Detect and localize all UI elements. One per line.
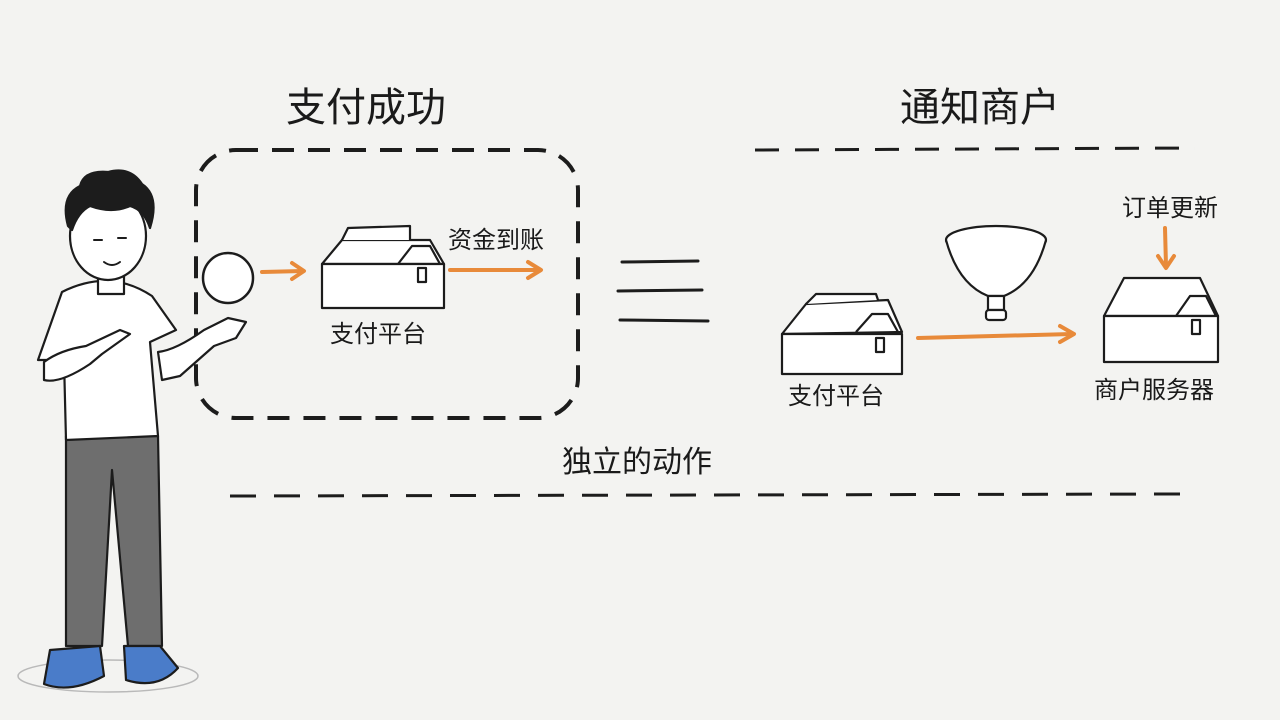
person-illustration bbox=[17, 169, 248, 693]
payment-platform-box-right-icon bbox=[780, 292, 904, 376]
funds-arrow-icon bbox=[448, 260, 543, 280]
merchant-server-box-icon bbox=[1102, 276, 1220, 364]
funnel-icon bbox=[944, 224, 1048, 322]
independent-dashed-line bbox=[229, 492, 1181, 498]
arrow-icon bbox=[260, 261, 306, 281]
circle-icon bbox=[201, 251, 255, 305]
payment-platform-label-left: 支付平台 bbox=[330, 320, 426, 348]
order-update-label: 订单更新 bbox=[1122, 194, 1218, 222]
notify-dashed-line bbox=[754, 146, 1196, 152]
merchant-server-label: 商户服务器 bbox=[1094, 376, 1214, 404]
payment-success-title: 支付成功 bbox=[286, 85, 446, 131]
payment-success-dashed-box bbox=[194, 148, 580, 420]
notify-arrow-icon bbox=[916, 324, 1076, 344]
equals-sign bbox=[616, 259, 710, 323]
payment-platform-box-icon bbox=[320, 224, 446, 310]
order-update-arrow-icon bbox=[1156, 226, 1176, 270]
independent-action-label: 独立的动作 bbox=[562, 445, 712, 480]
funds-arrived-label: 资金到账 bbox=[448, 226, 544, 254]
payment-platform-label-right: 支付平台 bbox=[788, 382, 884, 410]
notify-merchant-title: 通知商户 bbox=[900, 85, 1060, 131]
